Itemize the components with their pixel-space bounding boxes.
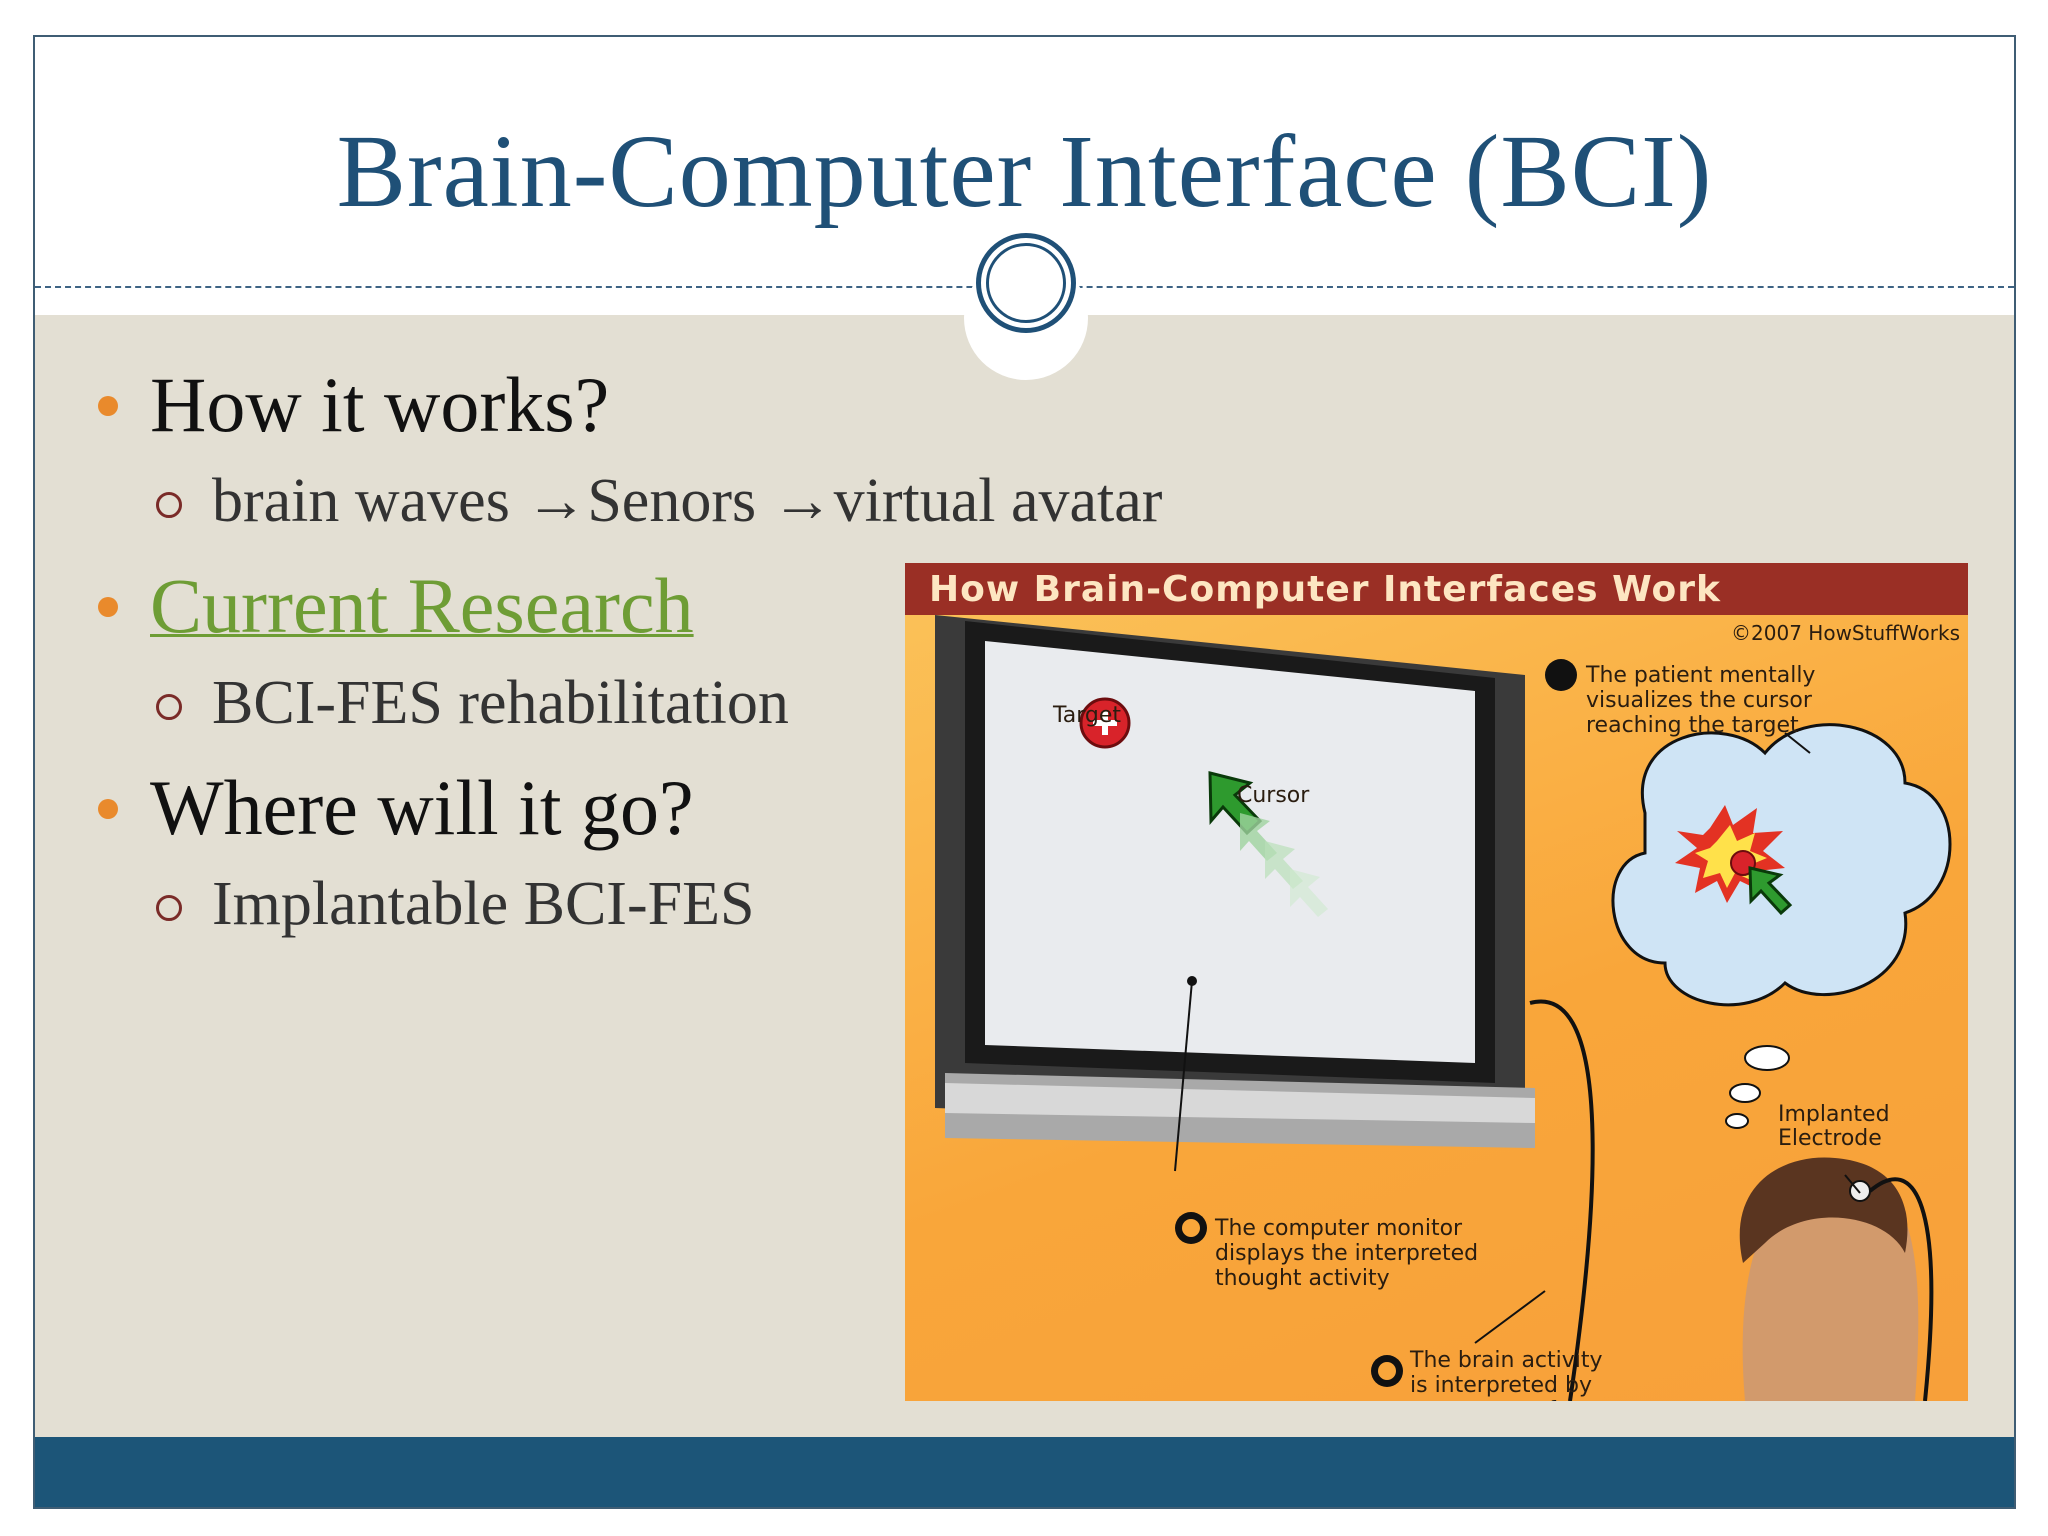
figure-header: How Brain-Computer Interfaces Work — [905, 563, 1968, 615]
illustration-drawing — [935, 615, 1952, 1401]
bullet-dot — [98, 597, 118, 617]
sub-bullet-bci-fes-rehab: BCI-FES rehabilitation — [212, 669, 789, 737]
patient-head — [1742, 1173, 1919, 1401]
cursor-label: Cursor — [1237, 783, 1310, 808]
target-label: Target — [1053, 703, 1122, 728]
divider-ornament-circle — [976, 233, 1076, 333]
thought-cloud — [1611, 723, 1952, 1007]
bullet-how-it-works: How it works? — [150, 361, 610, 448]
figure-title: How Brain-Computer Interfaces Work — [929, 569, 1721, 610]
bullet-dot — [98, 799, 118, 819]
figure-copyright: ©2007 HowStuffWorks — [1731, 621, 1960, 645]
bci-illustration: How Brain-Computer Interfaces Work ©2007… — [905, 563, 1968, 1401]
current-research-link[interactable]: Current Research — [150, 562, 694, 649]
sub-bullet-ring — [156, 895, 182, 921]
step-3-text: The computer monitor displays the interp… — [1215, 1216, 1479, 1291]
bullet-dot — [98, 396, 118, 416]
step-1-text: The patient mentally visualizes the curs… — [1586, 663, 1816, 738]
bullet-where-will-it-go: Where will it go? — [150, 764, 694, 851]
step-2-text: The brain activity is interpreted by com… — [1410, 1348, 1618, 1401]
implanted-electrode-label: Implanted Electrode — [1778, 1102, 1890, 1151]
slide-title: Brain-Computer Interface (BCI) — [336, 114, 1713, 229]
step-1-badge — [1545, 659, 1577, 691]
electrode-cable — [1529, 999, 1595, 1401]
sub-bullet-ring — [156, 492, 182, 518]
footer-bar — [35, 1437, 2014, 1507]
sub-bullet-ring — [156, 694, 182, 720]
sub-bullet-implantable: Implantable BCI-FES — [212, 870, 755, 938]
sub-bullet-brain-waves: brain waves →Senors →virtual avatar — [212, 467, 1163, 535]
